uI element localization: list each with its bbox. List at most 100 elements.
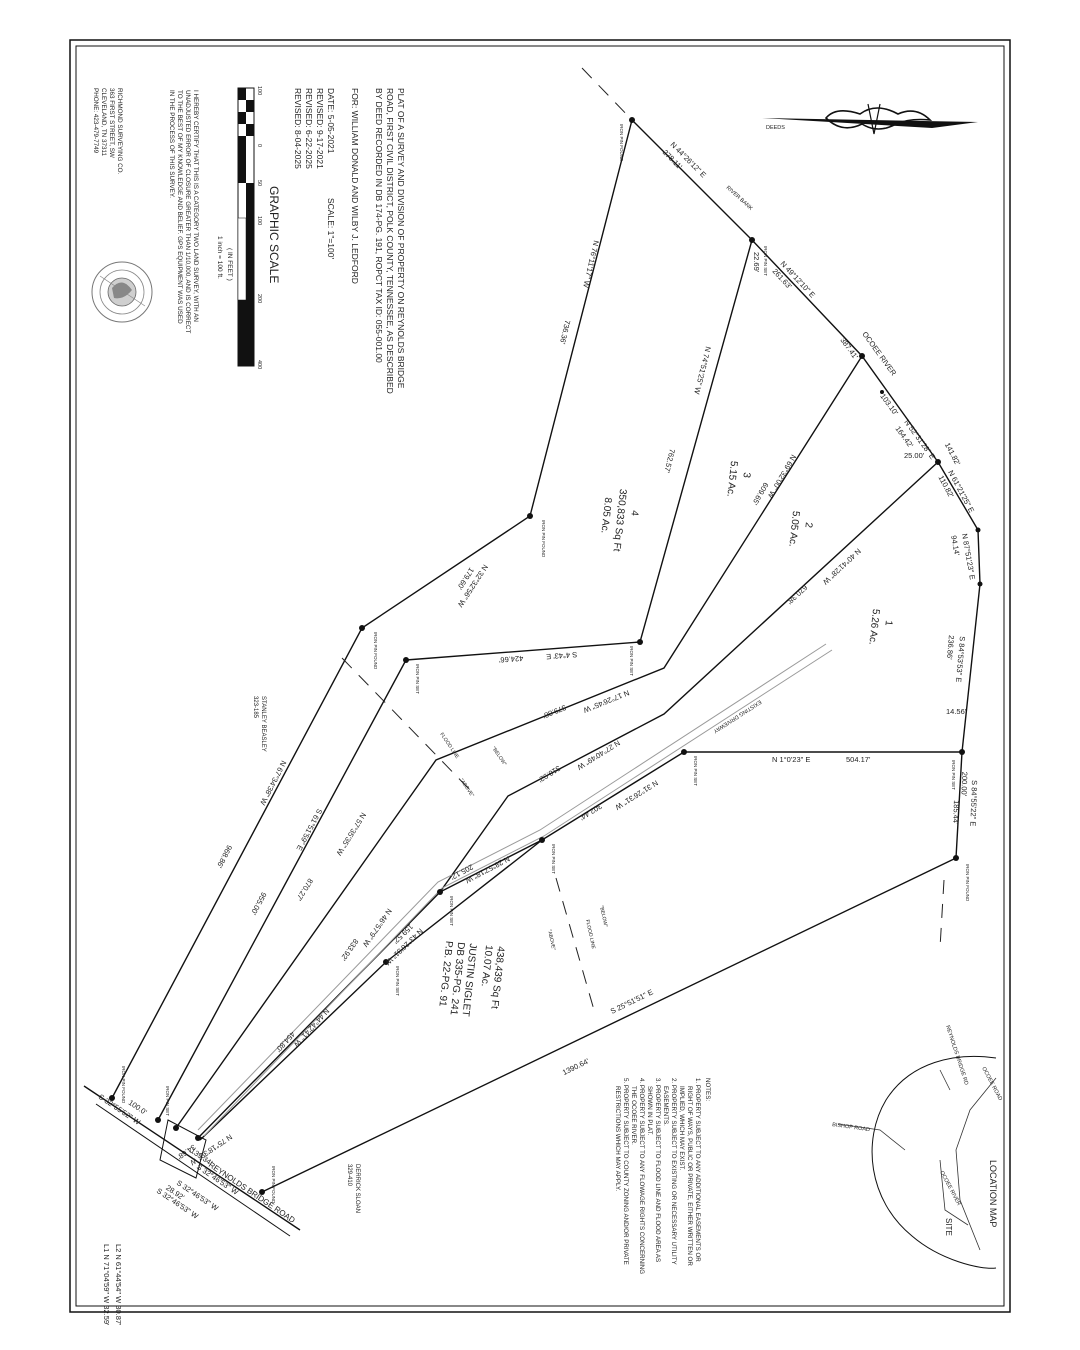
svg-text:I HEREBY CERTIFY THAT THIS IS: I HEREBY CERTIFY THAT THIS IS A CATEGORY… — [192, 90, 199, 322]
graphic-scale: GRAPHIC SCALE 100 0 50 100 200 400 ( IN … — [216, 86, 281, 369]
derrick-label: DERRICK SLOAN — [354, 1164, 360, 1213]
lot4-number: 4 — [628, 510, 640, 517]
pin-tags: IRON PIN FOUND IRON PIN SET IRON PIN FOU… — [121, 124, 970, 1204]
svg-text:IRON PIN FOUND: IRON PIN FOUND — [541, 520, 546, 558]
north-arrow: DEEDS — [762, 103, 978, 135]
flood-lines — [341, 657, 945, 1011]
svg-text:IRON PIN SET: IRON PIN SET — [165, 1086, 170, 1116]
svg-text:1390.64': 1390.64' — [561, 1056, 591, 1077]
svg-text:100: 100 — [256, 216, 262, 225]
svg-text:REYNOLDS BRIDGE RD: REYNOLDS BRIDGE RD — [944, 1025, 969, 1086]
svg-text:IRON PIN SET: IRON PIN SET — [415, 664, 420, 694]
svg-text:IRON PIN SET: IRON PIN SET — [693, 756, 698, 786]
svg-text:968.86': 968.86' — [215, 844, 234, 870]
stanley-label: STANLEY BEASLEY — [260, 696, 266, 752]
svg-text:50: 50 — [256, 180, 262, 186]
svg-text:670.38': 670.38' — [785, 583, 809, 607]
svg-text:IRON PIN SET: IRON PIN SET — [449, 896, 454, 926]
parent-area: 10.07 Ac. — [479, 944, 494, 987]
lot4-area: 8.05 Ac. — [598, 497, 613, 534]
inner-border — [75, 45, 1005, 1307]
svg-text:22.69': 22.69' — [752, 252, 761, 273]
svg-text:736.36': 736.36' — [558, 319, 572, 345]
location-map-site: SITE — [944, 1218, 953, 1236]
svg-text:BISHOP ROAD: BISHOP ROAD — [832, 1122, 871, 1133]
scale-unit: ( IN FEET ) — [226, 248, 233, 281]
driveway-label: EXISTING DRIVEWAY — [712, 698, 762, 734]
for-line: FOR: WILLIAM DONALD AND WILBY J. LEDFORD — [350, 88, 360, 284]
svg-text:RIGHT OF WAYS, PUBLIC OR PRIVA: RIGHT OF WAYS, PUBLIC OR PRIVATE, EITHER… — [686, 1086, 693, 1266]
svg-text:833.92': 833.92' — [339, 937, 361, 963]
svg-text:"ABOVE": "ABOVE" — [546, 929, 556, 951]
svg-text:762.57': 762.57' — [662, 448, 677, 474]
svg-text:N 76°11'17" W: N 76°11'17" W — [581, 240, 601, 290]
svg-text:236.86': 236.86' — [945, 635, 956, 661]
scale-line: SCALE: 1"=100' — [326, 198, 336, 259]
title-line-2: ROAD, FIRST CIVIL DISTRICT, POLK COUNTY,… — [385, 88, 395, 394]
flood-line-label-2: FLOOD LINE — [584, 919, 596, 950]
svg-text:IN THE PROCESS OF THIS SURVEY.: IN THE PROCESS OF THIS SURVEY. — [168, 90, 175, 198]
svg-text:400: 400 — [256, 360, 262, 369]
svg-text:310.92': 310.92' — [536, 764, 562, 785]
lot3-area: 5.15 Ac. — [724, 460, 739, 497]
lot2-area: 5.05 Ac. — [786, 510, 801, 547]
svg-text:100: 100 — [256, 86, 262, 95]
iron-pins — [109, 117, 983, 1195]
svg-text:IRON PIN SET: IRON PIN SET — [763, 246, 768, 276]
svg-text:363 FIRST STREET, SW: 363 FIRST STREET, SW — [108, 88, 115, 158]
svg-text:N 1°0'23" E: N 1°0'23" E — [772, 755, 810, 764]
svg-text:"BELOW": "BELOW" — [490, 746, 507, 767]
svg-text:IRON PIN FOUND: IRON PIN FOUND — [619, 124, 624, 162]
flood-line-label-1: FLOOD LINE — [438, 732, 460, 761]
svg-text:379.88': 379.88' — [541, 703, 567, 721]
feature-labels: OCOEE RIVER RIVER BANK EXISTING DRIVEWAY… — [207, 185, 899, 1225]
svg-text:200.00': 200.00' — [959, 772, 969, 797]
svg-text:870.27': 870.27' — [294, 877, 315, 903]
svg-text:94.14': 94.14' — [949, 535, 961, 557]
svg-text:S 61°51'59" E: S 61°51'59" E — [294, 807, 324, 852]
location-map-title: LOCATION MAP — [988, 1160, 998, 1227]
river-bank-label: RIVER BANK — [725, 185, 754, 212]
line-table: L1 N 71°04'59" W 32.59' L2 N 61°44'54" W… — [102, 1244, 123, 1326]
svg-text:4. PROPERTY SUBJECT TO ANY FLO: 4. PROPERTY SUBJECT TO ANY FLOWAGE RIGHT… — [638, 1078, 645, 1274]
north-arrow-label: DEEDS — [766, 125, 785, 131]
svg-text:141.82': 141.82' — [943, 441, 963, 467]
svg-text:PHONE: 423-479-7749: PHONE: 423-479-7749 — [92, 88, 99, 154]
ocoee-river-label: OCOEE RIVER — [860, 330, 898, 378]
svg-text:EASEMENTS.: EASEMENTS. — [662, 1086, 669, 1126]
surveyor-block: RICHMOND SURVEYING CO. 363 FIRST STREET,… — [92, 88, 123, 175]
svg-text:25.00': 25.00' — [904, 451, 925, 460]
svg-text:S 25°51'51" E: S 25°51'51" E — [609, 987, 655, 1015]
svg-text:"ABOVE": "ABOVE" — [458, 778, 475, 799]
location-map: LOCATION MAP SITE OCOEE RIVER BISHOP ROA… — [832, 1025, 1003, 1269]
svg-text:955.00': 955.00' — [249, 891, 269, 917]
svg-text:IRON PIN FOUND: IRON PIN FOUND — [965, 864, 970, 902]
svg-text:IRON PIN SET: IRON PIN SET — [551, 844, 556, 874]
svg-text:1. PROPERTY SUBJECT TO ANY ADD: 1. PROPERTY SUBJECT TO ANY ADDITIONAL EA… — [694, 1078, 701, 1262]
date-line: DATE: 5-05-2021 — [326, 88, 336, 154]
svg-text:N 67°34'38" W: N 67°34'38" W — [258, 759, 289, 807]
surveyor-seal — [91, 261, 153, 323]
svg-text:3. PROPERTY SUBJECT TO FLOOD L: 3. PROPERTY SUBJECT TO FLOOD LINE AND FL… — [654, 1078, 661, 1262]
svg-text:424.66': 424.66' — [498, 654, 524, 665]
svg-text:THE OCOEE RIVER.: THE OCOEE RIVER. — [630, 1086, 637, 1145]
existing-driveway — [197, 643, 833, 1137]
revised-3: REVISED: 8-04-2025 — [293, 88, 303, 169]
title-line-1: PLAT OF A SURVEY AND DIVISION OF PROPERT… — [396, 88, 406, 389]
graphic-scale-title: GRAPHIC SCALE — [267, 186, 281, 283]
svg-text:IRON PIN FOUND: IRON PIN FOUND — [271, 1166, 276, 1204]
road-label: REYNOLDS BRIDGE ROAD — [207, 1160, 297, 1225]
svg-text:IMPLIED, WHICH MAY EXIST.: IMPLIED, WHICH MAY EXIST. — [678, 1086, 685, 1171]
svg-text:TO THE BEST OF MY KNOWLEDGE AN: TO THE BEST OF MY KNOWLEDGE AND BELIEF. … — [176, 90, 183, 324]
svg-text:N 27°40'49" W: N 27°40'49" W — [575, 738, 622, 772]
svg-text:SHOWN IN PLAT.: SHOWN IN PLAT. — [646, 1086, 653, 1136]
scale-ratio: 1 inch = 100 ft. — [216, 236, 223, 279]
lot2-number: 2 — [802, 522, 814, 529]
svg-text:RESTRICTIONS WHICH MAY APPLY.: RESTRICTIONS WHICH MAY APPLY. — [614, 1086, 621, 1191]
svg-text:IRON PIN SET: IRON PIN SET — [395, 966, 400, 996]
outer-border — [69, 39, 1011, 1313]
svg-text:S 4°43' E: S 4°43' E — [546, 650, 578, 661]
revised-1: REVISED: 9-17-2021 — [315, 88, 325, 169]
svg-text:N 40°41'28" W: N 40°41'28" W — [820, 547, 862, 587]
